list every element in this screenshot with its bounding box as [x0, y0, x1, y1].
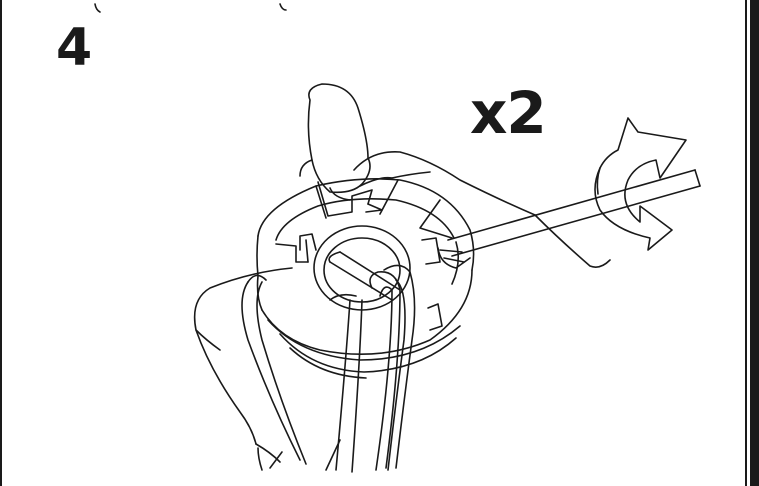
- trimmer-line-drawing: [241, 264, 416, 473]
- spool-drawing: [256, 178, 475, 379]
- frame-border-left: [0, 0, 2, 486]
- edge-mark: [94, 3, 101, 13]
- step-number: 4: [56, 18, 93, 78]
- edge-mark: [279, 3, 287, 11]
- repeat-count: x2: [470, 79, 547, 147]
- screwdriver-icon: [437, 169, 701, 269]
- frame-border-right-inner: [745, 0, 747, 486]
- frame-border-right: [750, 0, 759, 486]
- rotate-clockwise-icon: [594, 117, 687, 251]
